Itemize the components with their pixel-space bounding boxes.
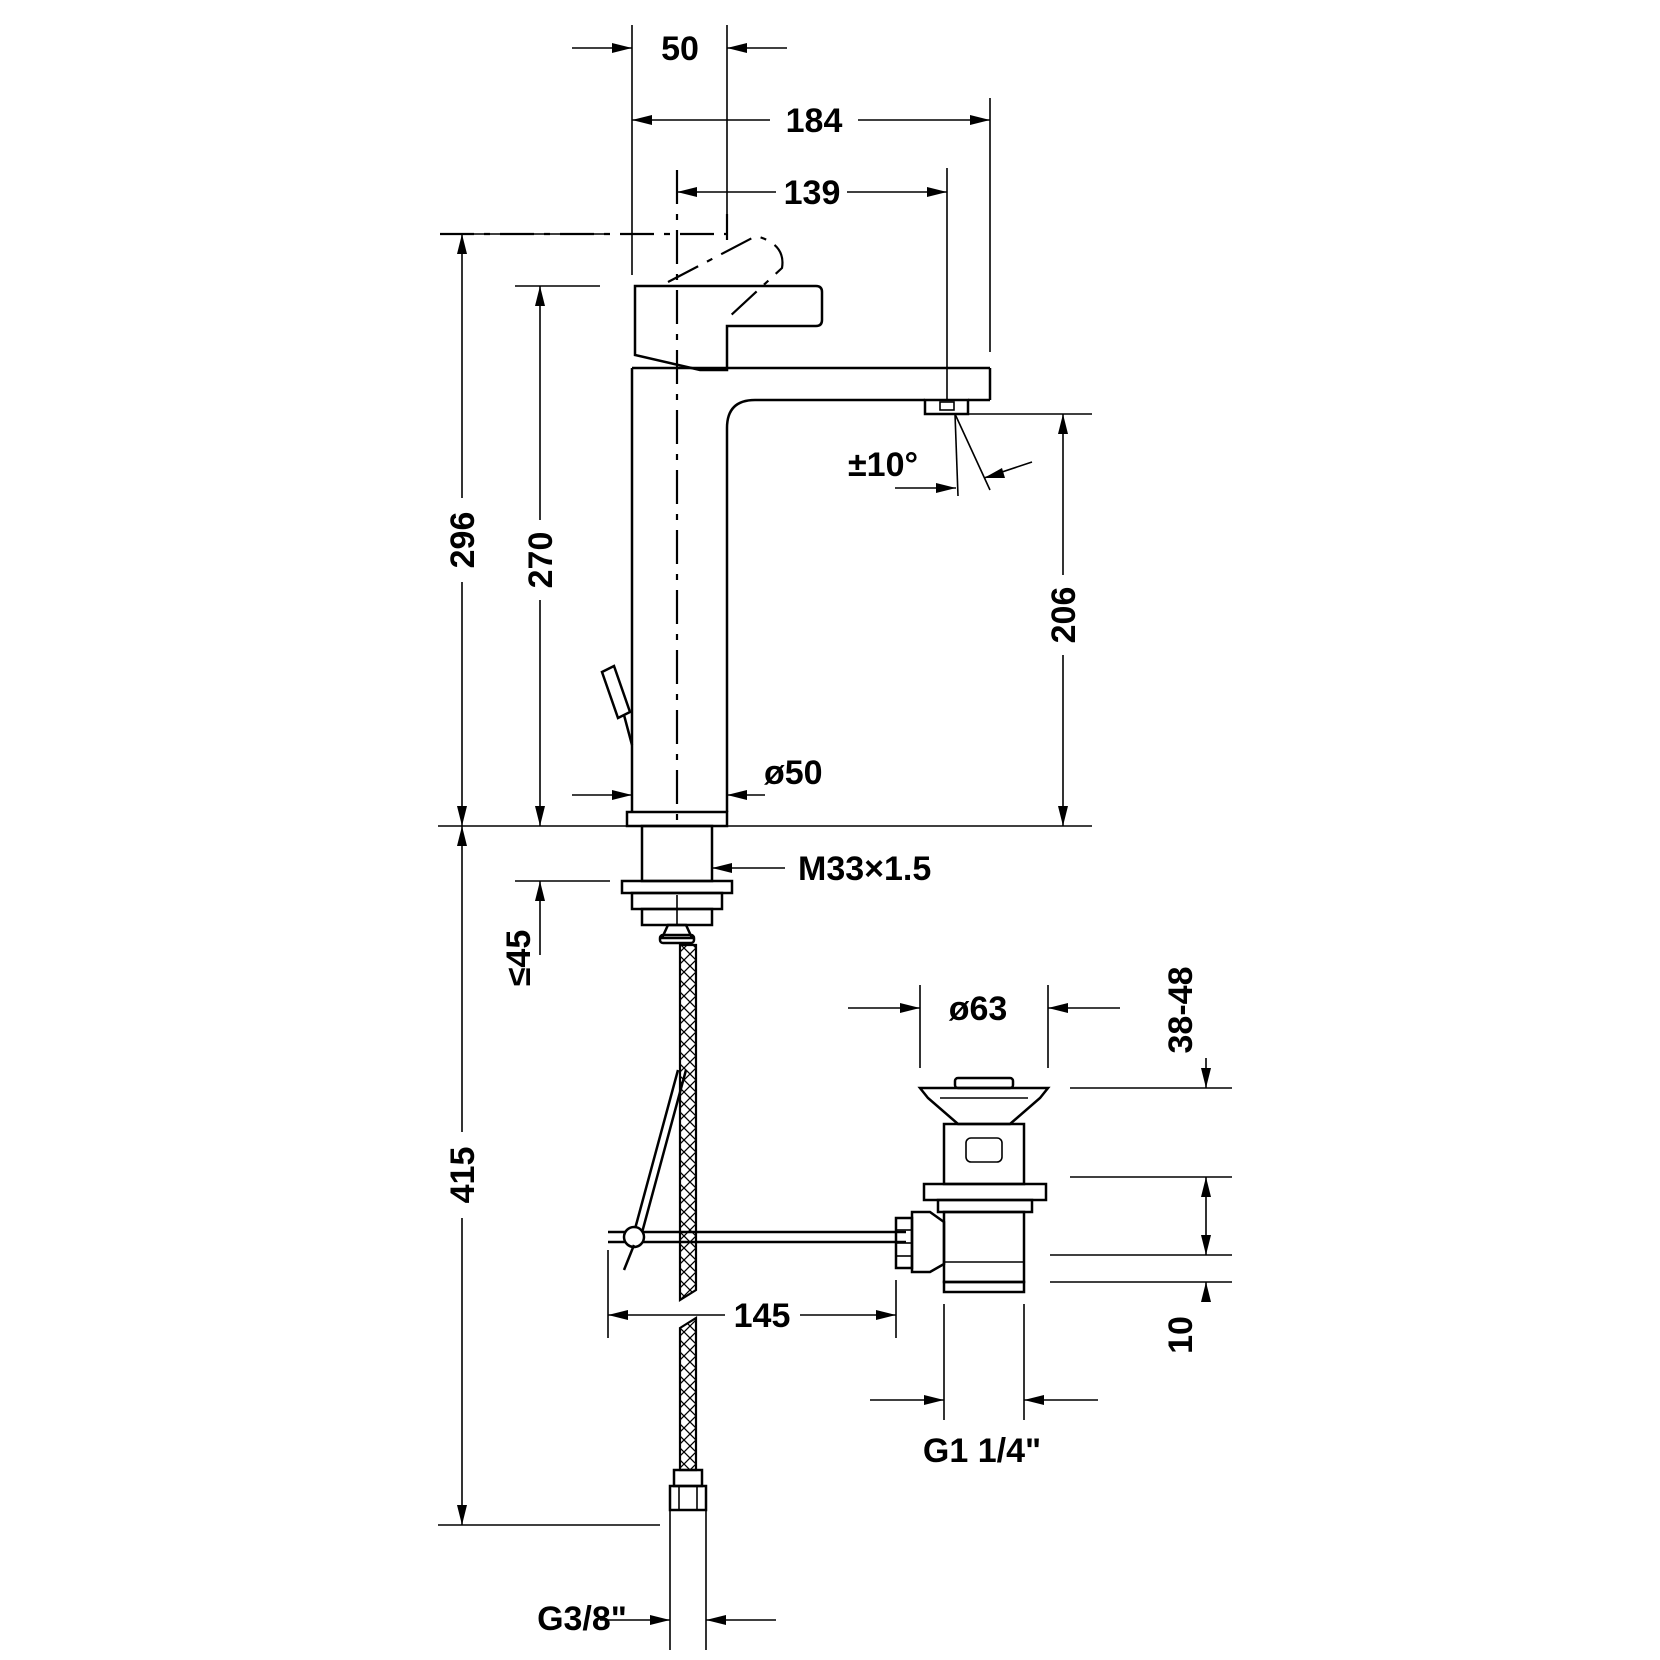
mounting-assembly xyxy=(620,824,734,945)
threaded-shank xyxy=(640,824,714,883)
dim-g1-1-4: G1 1/4" xyxy=(923,1432,1041,1470)
dim-max-45: ≤45 xyxy=(500,930,538,986)
lever-handle xyxy=(440,214,824,372)
dim-38-48: 38-48 xyxy=(1162,967,1200,1054)
dim-184: 184 xyxy=(786,102,843,140)
dim-296: 296 xyxy=(444,512,482,569)
popup-knob xyxy=(600,664,634,746)
dim-415: 415 xyxy=(444,1147,482,1204)
popup-rod xyxy=(608,1069,906,1271)
braided-hose xyxy=(668,943,708,1512)
dim-diameter-50: ø50 xyxy=(764,754,823,792)
dim-thread-m33: M33×1.5 xyxy=(798,850,931,888)
dim-270: 270 xyxy=(522,532,560,589)
dim-angle: ±10° xyxy=(848,446,918,484)
dim-139: 139 xyxy=(784,174,841,212)
dim-50-top: 50 xyxy=(661,30,699,68)
dim-g3-8: G3/8" xyxy=(537,1600,627,1638)
faucet-body xyxy=(625,170,992,828)
dim-diameter-63: ø63 xyxy=(949,990,1008,1028)
dimension-lines xyxy=(438,25,1232,1650)
dimension-labels: 50 184 139 296 270 206 ±10° ø50 M33×1.5 … xyxy=(444,30,1200,1638)
dim-206: 206 xyxy=(1045,587,1083,644)
dim-145: 145 xyxy=(734,1297,791,1335)
dim-10: 10 xyxy=(1162,1316,1200,1354)
drain-waste xyxy=(894,1076,1051,1294)
